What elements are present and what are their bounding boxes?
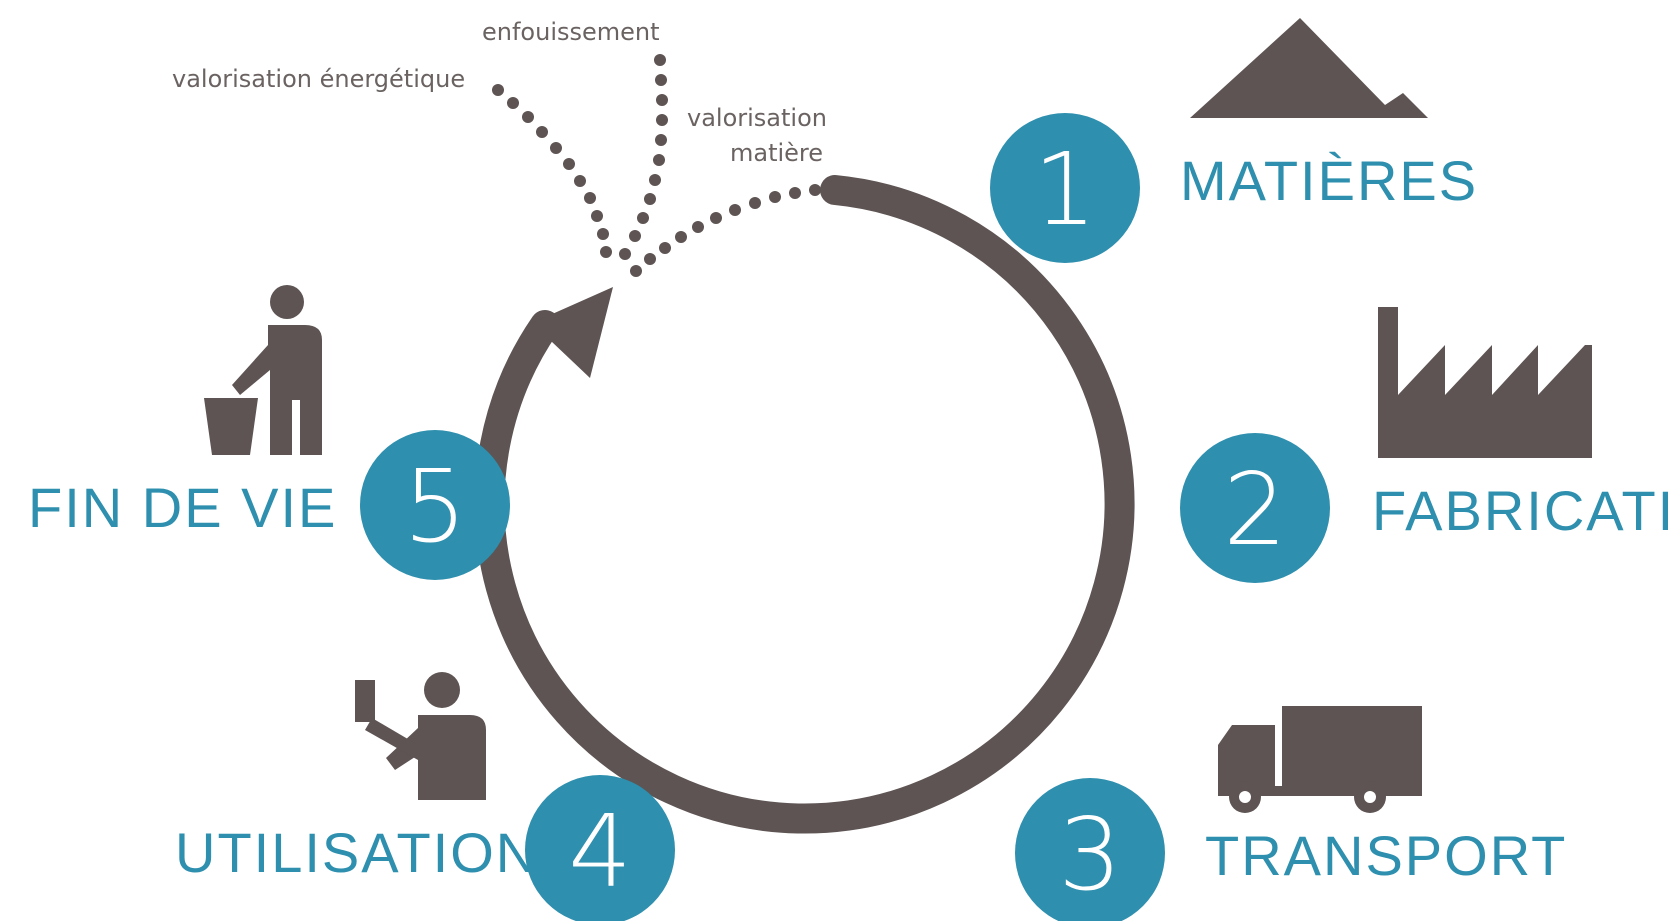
stage-3-label: TRANSPORT	[1205, 824, 1567, 887]
label-valorisation-energetique: valorisation énergétique	[172, 65, 465, 93]
stage-2-number: 2	[1223, 451, 1287, 568]
dotted-paths	[492, 54, 821, 277]
stage-4-label: UTILISATION	[175, 821, 538, 884]
factory-icon	[1378, 307, 1592, 458]
stage-1-number: 1	[1033, 131, 1097, 248]
label-valorisation-matiere-1: valorisation	[687, 104, 827, 132]
stage-1-label: MATIÈRES	[1180, 149, 1478, 212]
stage-2: 2 FABRICATION	[1180, 307, 1673, 583]
stage-5-badge	[360, 430, 510, 580]
label-enfouissement: enfouissement	[482, 18, 660, 46]
stage-1: 1 MATIÈRES	[990, 18, 1478, 263]
stage-5-label: FIN DE VIE	[28, 476, 337, 539]
cycle-arc	[474, 175, 1135, 834]
stage-4-badge	[525, 775, 675, 921]
stage-5-number: 5	[403, 448, 467, 565]
mountain-icon	[1190, 18, 1428, 118]
person-trash-icon	[204, 285, 322, 455]
person-phone-icon	[355, 672, 486, 800]
stage-2-label: FABRICATION	[1372, 479, 1673, 542]
stage-4-number: 4	[568, 793, 632, 910]
stage-5: 5 FIN DE VIE	[28, 285, 510, 580]
stage-1-badge	[990, 113, 1140, 263]
truck-icon	[1218, 706, 1422, 813]
stage-4: 4 UTILISATION	[175, 672, 675, 921]
stage-3: 3 TRANSPORT	[1015, 706, 1567, 921]
label-valorisation-matiere-2: matière	[730, 139, 823, 167]
stage-3-badge	[1015, 778, 1165, 921]
cycle-arrowhead	[532, 287, 613, 378]
stage-2-badge	[1180, 433, 1330, 583]
stage-3-number: 3	[1058, 796, 1122, 913]
